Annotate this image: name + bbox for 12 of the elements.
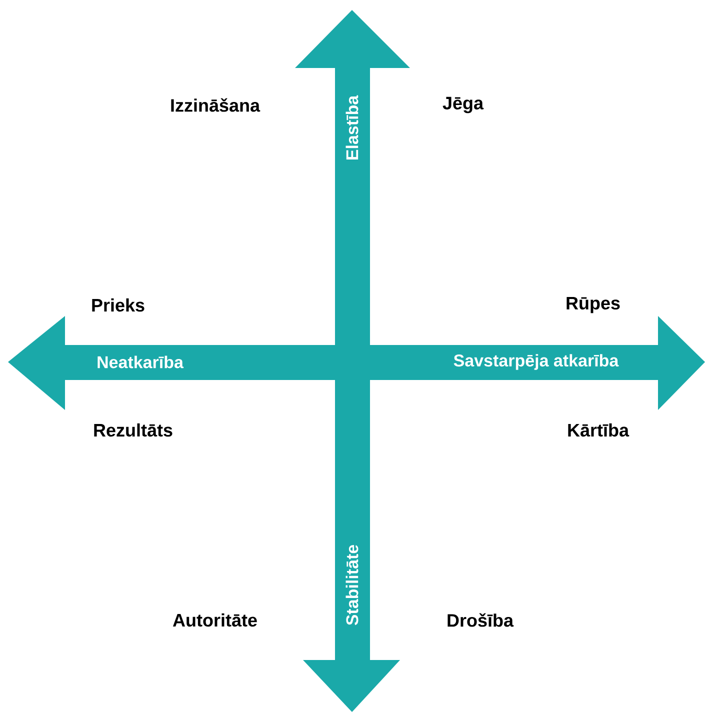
quadrant-label: Autoritāte: [172, 613, 257, 627]
quadrant-label: Kārtība: [568, 423, 630, 437]
quadrant-label: Prieks: [92, 298, 144, 312]
quadrant-label: Rūpes: [566, 296, 620, 314]
quadrant-label: Drošība: [448, 613, 514, 627]
quadrant-label: Jēga: [442, 96, 484, 114]
axis-label: Stabilitāte: [346, 544, 358, 626]
axis-label: Elastība: [346, 95, 358, 160]
quadrant-label: Rezultāts: [94, 423, 172, 437]
axis-label: Savstarpēja atkarība: [454, 354, 619, 370]
quadrant-label: Izzināšana: [171, 98, 260, 112]
axis-label: Neatkarība: [98, 356, 184, 368]
